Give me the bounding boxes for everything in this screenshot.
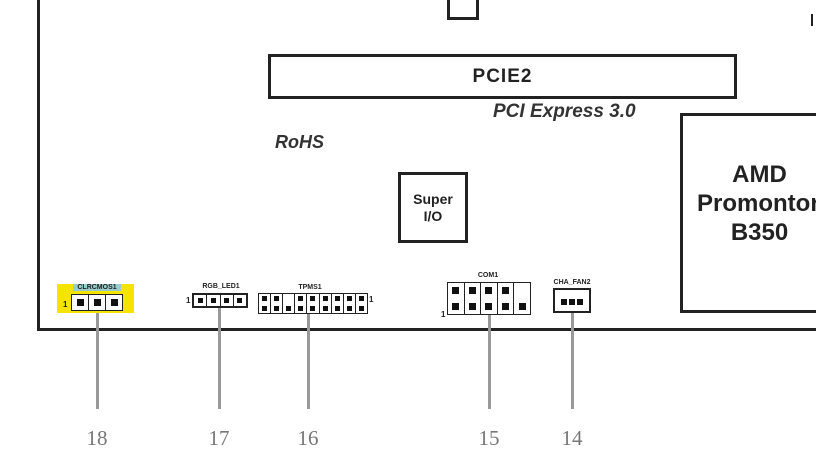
pin	[452, 302, 460, 310]
pin	[110, 299, 118, 306]
callout-line	[571, 313, 574, 409]
pin	[286, 305, 292, 311]
pin-column	[283, 294, 296, 313]
pin-column	[194, 295, 208, 306]
chipset-line3: B350	[730, 218, 789, 246]
callout-line	[488, 315, 491, 409]
com1-header	[447, 282, 531, 315]
pin-column	[72, 295, 89, 310]
callout-line	[96, 313, 99, 409]
pin	[518, 302, 526, 310]
pin	[569, 299, 575, 305]
pin	[237, 298, 243, 303]
pin	[561, 299, 567, 305]
cha-fan2-label: CHA_FAN2	[553, 279, 591, 286]
rgb-led-label: RGB_LED1	[202, 283, 240, 290]
super-io-line1: Super	[413, 190, 453, 207]
pin-column	[332, 294, 344, 313]
pin	[358, 305, 364, 311]
pin-column	[498, 283, 515, 314]
pin1-marker: 1	[186, 296, 191, 305]
callout-14: 14	[561, 426, 583, 450]
pin-column	[344, 294, 356, 313]
pin-column	[271, 294, 284, 313]
chipset-line2: Promontory	[697, 189, 816, 217]
pin	[298, 296, 304, 302]
tpms-label: TPMS1	[298, 284, 322, 291]
pin-column	[448, 283, 465, 314]
clrcmos-header	[71, 294, 123, 311]
pin	[210, 298, 216, 303]
cha-fan2-header	[553, 288, 591, 313]
pin	[468, 287, 476, 295]
pin	[577, 299, 583, 305]
callout-18: 18	[86, 426, 108, 450]
pin	[197, 298, 203, 303]
pin	[452, 287, 460, 295]
pin	[274, 296, 280, 302]
pin	[310, 305, 316, 311]
super-io-line2: I/O	[423, 207, 443, 224]
clrcmos-label: CLRCMOS1	[73, 284, 121, 291]
pin-column	[514, 283, 530, 314]
pin-column	[221, 295, 234, 306]
pin	[346, 305, 352, 311]
pin	[322, 296, 328, 302]
pin-column	[307, 294, 320, 313]
pcie2-slot: PCIE2	[268, 54, 737, 99]
pin	[358, 296, 364, 302]
top-component	[447, 0, 479, 20]
pin	[502, 302, 510, 310]
pin	[298, 305, 304, 311]
pin	[262, 296, 268, 302]
pin	[224, 298, 230, 303]
pin1-marker: 1	[441, 310, 446, 319]
pin	[468, 302, 476, 310]
chipset: AMDPromontoryB350	[680, 113, 816, 313]
pin-column	[320, 294, 332, 313]
pin	[334, 296, 340, 302]
callout-16: 16	[297, 426, 319, 450]
pin-column	[356, 294, 367, 313]
chipset-line1: AMD	[732, 160, 787, 188]
pin	[262, 305, 268, 311]
pin	[274, 305, 280, 311]
pin-column	[259, 294, 272, 313]
pin	[310, 296, 316, 302]
com1-label: COM1	[477, 272, 499, 279]
pin-column	[465, 283, 482, 314]
pin	[76, 299, 84, 306]
pin-column	[234, 295, 246, 306]
callout-17: 17	[208, 426, 230, 450]
callout-line	[218, 308, 221, 409]
pin1-marker: 1	[63, 300, 68, 309]
pin	[334, 305, 340, 311]
pin	[93, 299, 101, 306]
tpms-header	[258, 293, 368, 314]
pcie2-label: PCIE2	[472, 65, 533, 87]
pin-column	[207, 295, 221, 306]
edge-mark	[811, 14, 813, 26]
motherboard-outline	[37, 0, 816, 331]
pin	[346, 296, 352, 302]
pin	[485, 287, 493, 295]
pin-column	[481, 283, 498, 314]
rgb-led-header	[192, 293, 248, 308]
rohs-mark: RoHS	[275, 132, 324, 152]
pin-column	[106, 295, 122, 310]
pin-column	[295, 294, 308, 313]
pin-column	[89, 295, 106, 310]
callout-line	[307, 314, 310, 409]
pcie-version: PCI Express 3.0	[493, 101, 636, 122]
pin	[502, 287, 510, 295]
callout-15: 15	[478, 426, 500, 450]
pin1-marker: 1	[369, 295, 374, 304]
pin	[322, 305, 328, 311]
pin	[485, 302, 493, 310]
